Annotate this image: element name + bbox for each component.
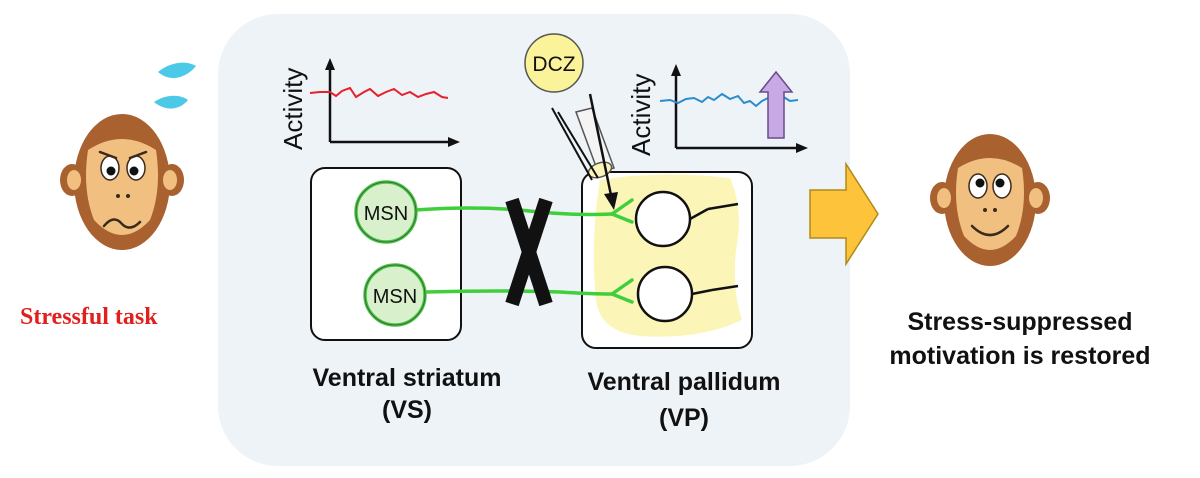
restored-caption-line1: Stress-suppressed (907, 308, 1133, 336)
right-arrow-icon (809, 161, 879, 267)
vs-activity-axis-label: Activity (278, 68, 308, 150)
sweat-drops-icon (154, 62, 196, 109)
vs-activity-chart (309, 58, 460, 147)
vs-label-line1: Ventral striatum (312, 364, 502, 392)
vp-highlight (593, 174, 742, 337)
happy-monkey-icon (930, 134, 1050, 266)
msn-label-bottom: MSN (373, 286, 417, 308)
vp-label-line1: Ventral pallidum (587, 368, 781, 396)
msn-label-top: MSN (364, 203, 408, 225)
worried-monkey-icon (60, 62, 196, 250)
restored-caption-line2: motivation is restored (889, 342, 1151, 370)
msn-neuron-top (354, 180, 418, 244)
vp-activity-axis-label: Activity (626, 74, 656, 156)
vp-activity-chart (659, 64, 808, 153)
vp-label-line2: (VP) (659, 404, 709, 432)
up-arrow-icon (758, 70, 794, 139)
vs-activity-trace (309, 86, 449, 99)
dcz-compound (524, 33, 584, 93)
vp-neuron-bottom (636, 265, 739, 323)
light-fiber-icon (551, 93, 618, 210)
msn-neuron-bottom (363, 263, 427, 327)
stressful-task-caption: Stressful task (20, 304, 158, 330)
axon-bottom (424, 278, 634, 304)
block-x-icon (505, 197, 553, 307)
dcz-label: DCZ (532, 53, 575, 76)
vs-label-line2: (VS) (382, 396, 432, 424)
vp-neuron-top (634, 190, 739, 248)
